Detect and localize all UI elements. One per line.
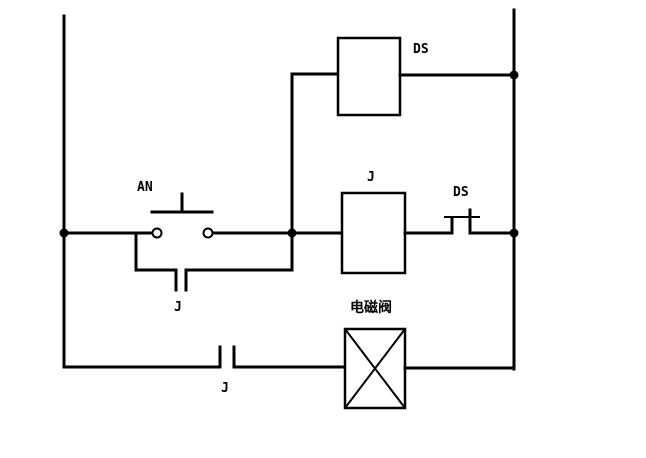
an-button-label: AN [137, 180, 153, 195]
junction-dot-right-top [509, 70, 519, 80]
ds-coil [336, 36, 402, 117]
solenoid-valve-label: 电磁阀 [350, 299, 392, 316]
j-hold-contact-label: J [174, 300, 182, 315]
solenoid-valve-cross-b [344, 328, 406, 409]
ds-contact-label: DS [453, 185, 469, 200]
j-coil [340, 191, 407, 275]
junction-dot-right-middle [509, 228, 519, 238]
j-contact-label: J [221, 381, 229, 396]
ds-coil-label: DS [413, 42, 429, 57]
junction-dot-middle [287, 228, 297, 238]
j-coil-label: J [367, 170, 375, 185]
an-button-left-terminal [151, 227, 163, 239]
an-button-right-terminal [202, 227, 214, 239]
junction-dot-left [59, 228, 69, 238]
